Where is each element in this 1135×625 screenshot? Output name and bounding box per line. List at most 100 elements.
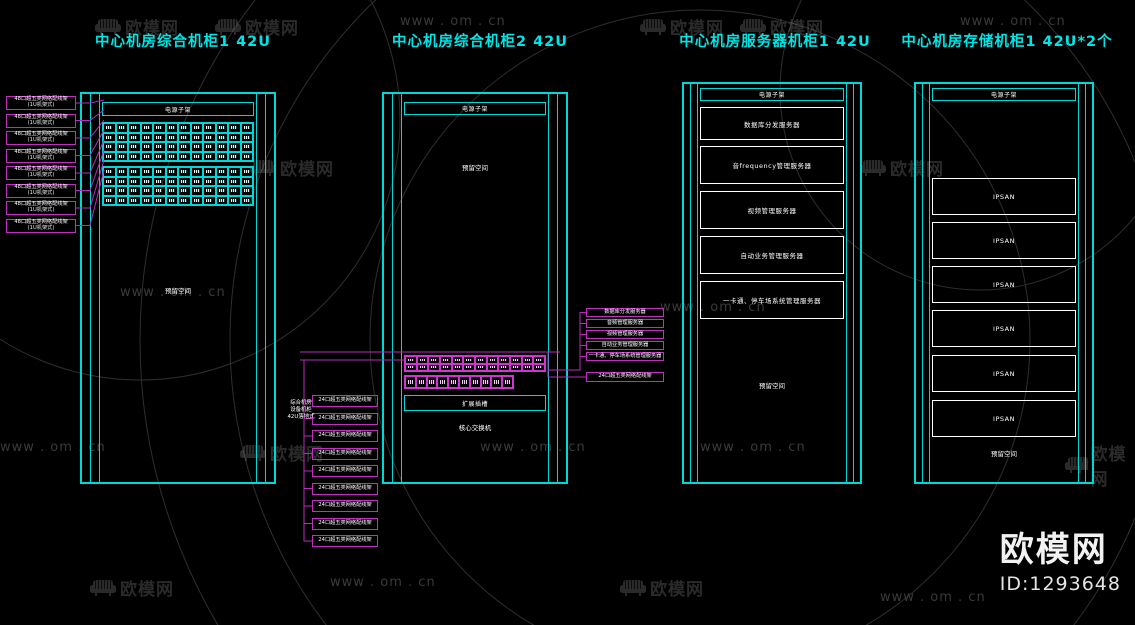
patch-port: [228, 151, 241, 161]
cabinet-3-server-5: 一卡通、停车场系统管理服务器: [700, 281, 844, 319]
patch-port: [190, 132, 203, 142]
patch-port: [240, 142, 253, 152]
callout-line1: 24口超五类网络配线架: [318, 537, 372, 544]
sofa-icon: [90, 579, 116, 596]
patch-port: [178, 167, 191, 177]
patch-port: [190, 123, 203, 133]
cabinet-3-server-1-label: 数据库分发服务器: [744, 120, 800, 129]
patch-panel-callout: 24口超五类网络配线架: [312, 465, 378, 477]
patch-panel-callout: 48口超五类网络配线架(1U机架式): [6, 166, 76, 180]
patch-port: [115, 167, 128, 177]
cabinet-note-line3: 42U落地式: [287, 414, 315, 421]
watermark-text: www . om . cn: [330, 575, 436, 590]
patch-port: [128, 176, 141, 186]
watermark-text: www . om . cn: [400, 14, 506, 29]
patch-port: [203, 167, 216, 177]
patch-panel-callout: 24口超五类网络配线架: [312, 517, 378, 530]
patch-port: [215, 186, 228, 196]
cabinet-4-free-space-label: 预留空间: [991, 450, 1017, 458]
patch-port: [190, 167, 203, 177]
cabinet-4-storage-4: IPSAN: [932, 310, 1076, 347]
patch-port: [203, 151, 216, 161]
callout-line2: (1U机架式): [27, 189, 55, 196]
patch-port: [475, 363, 487, 371]
callout-line1: 24口超五类网络配线架: [318, 414, 372, 421]
cabinet-1-frame: [80, 92, 276, 484]
cabinet-note-block: 综合机房 设备机柜 42U落地式: [268, 400, 334, 421]
watermark-logo-text: 欧模网: [120, 580, 174, 600]
cabinet-1-patch-panel-lower: [102, 166, 254, 206]
patch-port: [405, 376, 416, 388]
patch-port: [440, 363, 452, 371]
patch-port: [103, 195, 116, 205]
patch-panel-callout: 24口超五类网络配线架: [312, 412, 378, 425]
patch-port: [140, 123, 153, 133]
cabinet-3-server-5-label: 一卡通、停车场系统管理服务器: [723, 297, 821, 305]
patch-port: [128, 151, 141, 161]
patch-port: [140, 176, 153, 186]
patch-port: [190, 195, 203, 205]
patch-panel-callout: 24口超五类网络配线架: [312, 535, 378, 547]
patch-port: [178, 195, 191, 205]
patch-port: [115, 132, 128, 142]
cabinet-4-storage-6: IPSAN: [932, 400, 1076, 437]
patch-port: [165, 123, 178, 133]
patch-port: [240, 132, 253, 142]
patch-port: [103, 132, 116, 142]
callout-line1: 24口超五类网络配线架: [318, 449, 372, 456]
patch-port: [428, 356, 440, 364]
callout-line1: 自动业务管理服务器: [601, 341, 649, 348]
server-callout: 音频管理服务器: [586, 319, 664, 328]
cabinet-1-patch-panel-upper: [102, 122, 254, 162]
callout-line1: 48口超五类网络配线架: [14, 183, 68, 190]
callout-line1: 48口超五类网络配线架: [14, 131, 68, 138]
cabinet-2-expansion-slot-label: 扩展插槽: [461, 400, 488, 408]
patch-port: [153, 132, 166, 142]
cabinet-3-power-shelf-label: 电源子架: [758, 92, 785, 99]
patch-port: [140, 186, 153, 196]
callout-line2: (1U机架式): [27, 102, 55, 108]
callout-line1: 24口超五类网络配线架: [318, 502, 372, 509]
cabinet-4-frame: [914, 82, 1094, 484]
patch-port: [228, 195, 241, 205]
patch-port: [153, 186, 166, 196]
patch-port: [103, 167, 116, 177]
patch-panel-callout: 48口超五类网络配线架(1U机架式): [6, 218, 76, 233]
patch-port: [228, 176, 241, 186]
cabinet-4-storage-2-label: IPSAN: [993, 236, 1015, 245]
patch-port: [165, 142, 178, 152]
server-callout: 视频管理服务器: [586, 330, 664, 339]
cabinet-3-post-left: [690, 82, 698, 484]
cabinet-3-server-4: 自动业务管理服务器: [700, 236, 844, 274]
patch-port: [498, 356, 510, 364]
patch-port: [115, 186, 128, 196]
patch-port: [426, 376, 438, 388]
cabinet-2-power-shelf: 电源子架: [404, 102, 546, 115]
patch-port: [153, 151, 166, 161]
server-callout: 自动业务管理服务器: [586, 341, 664, 350]
patch-port: [128, 132, 141, 142]
watermark-text: www . om . cn: [880, 590, 986, 605]
patch-port: [215, 195, 228, 205]
patch-port: [203, 123, 216, 133]
cabinet-4-storage-2: IPSAN: [932, 222, 1076, 259]
cabinet-3-frame: [682, 82, 862, 484]
callout-line1: 数据库分发服务器: [604, 308, 646, 315]
callout-line1: 24口超五类网络配线架: [318, 432, 372, 439]
patch-port: [502, 376, 513, 388]
patch-port: [451, 363, 464, 371]
cabinet-3-server-2: 音frequency管理服务器: [700, 146, 844, 184]
patch-port: [178, 176, 191, 186]
patch-port: [240, 186, 253, 196]
patch-port: [128, 123, 141, 133]
patch-port: [215, 167, 228, 177]
cabinet-3-free-space-label: 预留空间: [759, 382, 785, 390]
patch-port: [153, 176, 166, 186]
patch-port: [463, 363, 475, 371]
patch-port: [140, 167, 153, 177]
patch-port: [480, 376, 492, 388]
patch-port: [459, 376, 470, 388]
patch-port: [140, 195, 153, 205]
patch-port: [510, 356, 522, 364]
brand-id: ID:1293648: [999, 573, 1121, 595]
